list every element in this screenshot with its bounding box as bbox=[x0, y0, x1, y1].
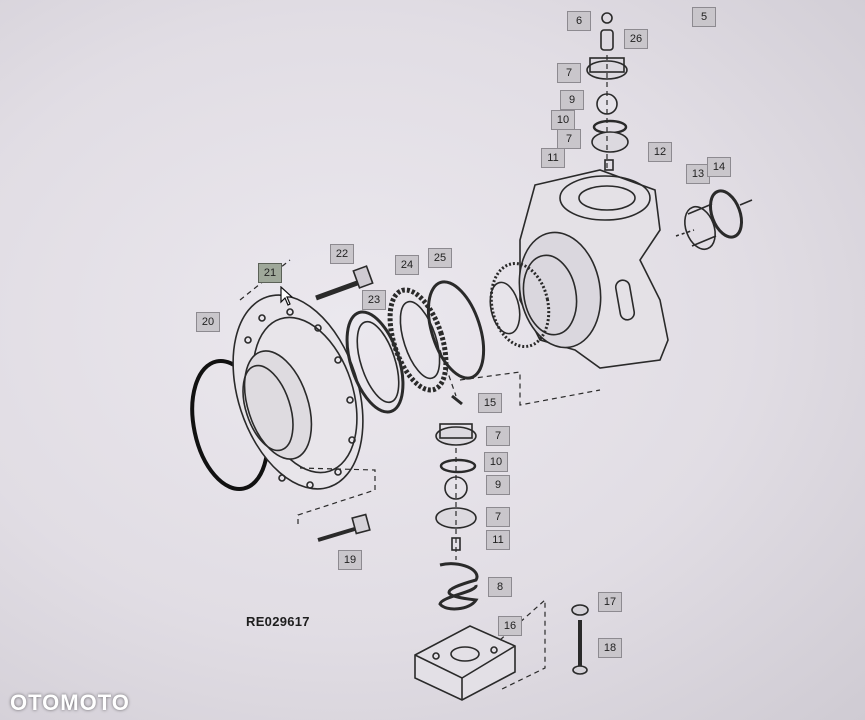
callout-7[interactable]: 7 bbox=[557, 63, 581, 83]
bushing-14 bbox=[708, 189, 744, 239]
plate-16 bbox=[414, 625, 516, 701]
callout-17[interactable]: 17 bbox=[598, 592, 622, 612]
callout-10[interactable]: 10 bbox=[484, 452, 508, 472]
callout-23[interactable]: 23 bbox=[362, 290, 386, 310]
steering-knuckle-12 bbox=[489, 169, 669, 369]
bushing-13 bbox=[684, 203, 717, 251]
callout-5[interactable]: 5 bbox=[692, 7, 716, 27]
hub-flange-21 bbox=[232, 294, 364, 490]
callout-22[interactable]: 22 bbox=[330, 244, 354, 264]
callout-9[interactable]: 9 bbox=[486, 475, 510, 495]
callout-16[interactable]: 16 bbox=[498, 616, 522, 636]
callout-24[interactable]: 24 bbox=[395, 255, 419, 275]
watermark-logo: OTOMOTO bbox=[10, 690, 130, 715]
mouse-pointer-icon bbox=[280, 285, 294, 311]
bearing-24 bbox=[387, 287, 449, 393]
bolt-22 bbox=[315, 265, 374, 301]
bolt-18 bbox=[572, 620, 588, 675]
callout-14[interactable]: 14 bbox=[707, 157, 731, 177]
callout-7[interactable]: 7 bbox=[557, 129, 581, 149]
nut-17 bbox=[571, 604, 589, 616]
callout-26[interactable]: 26 bbox=[624, 29, 648, 49]
callout-25[interactable]: 25 bbox=[428, 248, 452, 268]
assembly-guide-lines bbox=[239, 55, 608, 691]
callout-6[interactable]: 6 bbox=[567, 11, 591, 31]
callout-11[interactable]: 11 bbox=[541, 148, 565, 168]
callout-20[interactable]: 20 bbox=[196, 312, 220, 332]
callout-21[interactable]: 21 bbox=[258, 263, 282, 283]
callout-19[interactable]: 19 bbox=[338, 550, 362, 570]
callout-7[interactable]: 7 bbox=[486, 426, 510, 446]
drawing-number: RE029617 bbox=[246, 614, 310, 629]
callout-7[interactable]: 7 bbox=[486, 507, 510, 527]
bolt-19 bbox=[317, 513, 371, 542]
callout-9[interactable]: 9 bbox=[560, 90, 584, 110]
callout-8[interactable]: 8 bbox=[488, 577, 512, 597]
ring-25 bbox=[426, 280, 486, 380]
callout-12[interactable]: 12 bbox=[648, 142, 672, 162]
callout-11[interactable]: 11 bbox=[486, 530, 510, 550]
callout-18[interactable]: 18 bbox=[598, 638, 622, 658]
callout-10[interactable]: 10 bbox=[551, 110, 575, 130]
callout-15[interactable]: 15 bbox=[478, 393, 502, 413]
